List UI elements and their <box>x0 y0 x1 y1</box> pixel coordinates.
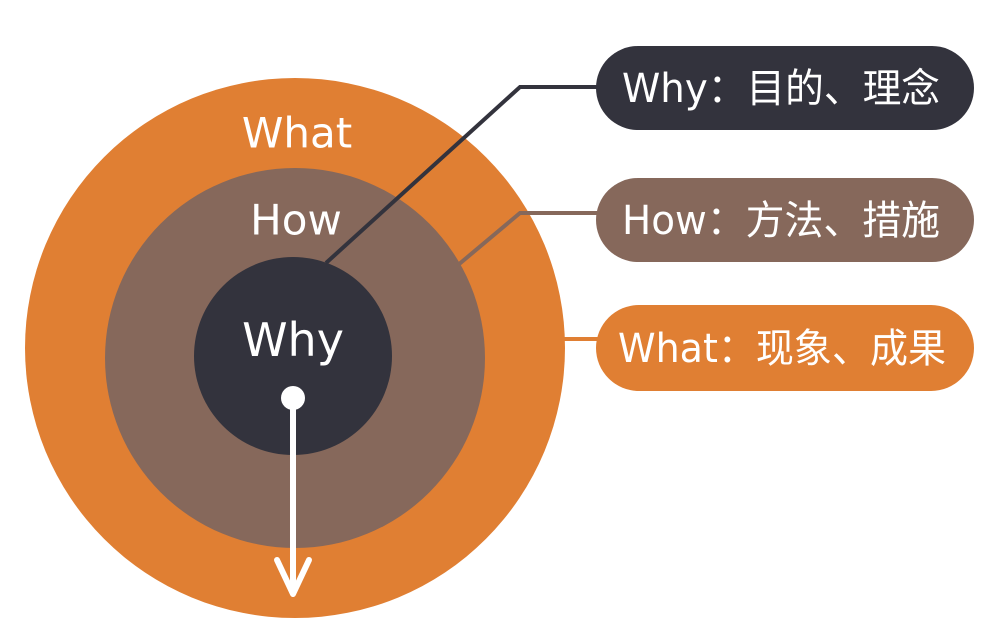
what-pill-text: What：现象、成果 <box>618 326 946 372</box>
why-pill-text: Why：目的、理念 <box>622 66 940 112</box>
how-pill-text: How：方法、措施 <box>622 198 940 244</box>
what-circle-label: What <box>242 109 352 158</box>
how-connector-line <box>456 211 602 267</box>
why-circle <box>194 257 392 455</box>
how-pill <box>596 178 974 262</box>
how-circle-label: How <box>250 196 342 245</box>
arrow-head <box>274 557 312 597</box>
arrow-origin-dot <box>281 386 305 410</box>
why-circle-label: Why <box>242 313 344 367</box>
why-connector-line <box>324 85 602 265</box>
what-pill <box>596 305 974 391</box>
why-pill <box>596 46 974 130</box>
